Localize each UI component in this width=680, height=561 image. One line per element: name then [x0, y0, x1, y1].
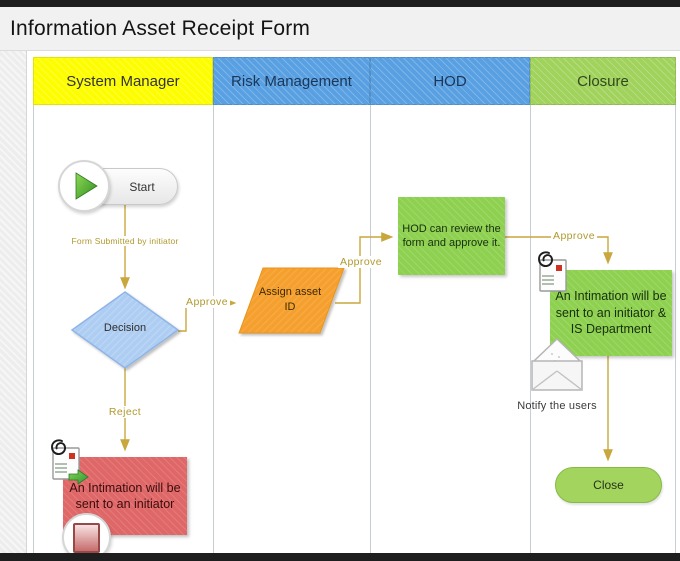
lane-divider: [33, 105, 34, 553]
notify-users-label: Notify the users: [517, 400, 597, 412]
top-chrome-bar: [0, 0, 680, 7]
hod-review-node[interactable]: HOD can review the form and approve it.: [398, 197, 505, 275]
lane-header-closure[interactable]: Closure: [530, 57, 676, 105]
closure-intimation-node[interactable]: An Intimation will be sent to an initiat…: [550, 270, 672, 356]
attachment-arrow-icon[interactable]: [47, 438, 91, 493]
attachment-icon[interactable]: [534, 250, 574, 303]
bottom-chrome-bar: [0, 553, 680, 561]
lane-divider: [213, 105, 214, 553]
connectors: [120, 205, 613, 462]
play-triangle: [75, 172, 98, 200]
decision-node-label: Decision: [103, 322, 147, 334]
lane-divider: [370, 105, 371, 553]
assign-asset-id-label: Assign asset ID: [258, 286, 322, 313]
edge-label-approve-hod: Approve: [551, 230, 597, 242]
lane-divider: [530, 105, 531, 553]
edge-label-form-submitted: Form Submitted by initiator: [69, 236, 181, 246]
page-title: Information Asset Receipt Form: [10, 16, 311, 40]
edge-label-reject: Reject: [106, 406, 144, 418]
edge-label-approve-decision: Approve: [184, 296, 230, 308]
close-node[interactable]: Close: [555, 467, 662, 503]
lane-divider: [675, 105, 676, 553]
stop-square: [73, 522, 100, 553]
lane-header-hod[interactable]: HOD: [370, 57, 530, 105]
left-rail: [0, 50, 27, 553]
lane-header-risk-management[interactable]: Risk Management: [213, 57, 370, 105]
edge-label-approve-assign: Approve: [338, 256, 384, 268]
title-bar: Information Asset Receipt Form: [0, 7, 680, 51]
edge-assign-hod: [335, 232, 394, 304]
open-envelope-icon[interactable]: [528, 336, 586, 399]
play-icon[interactable]: [58, 160, 110, 212]
lane-header-system-manager[interactable]: System Manager: [33, 57, 213, 105]
